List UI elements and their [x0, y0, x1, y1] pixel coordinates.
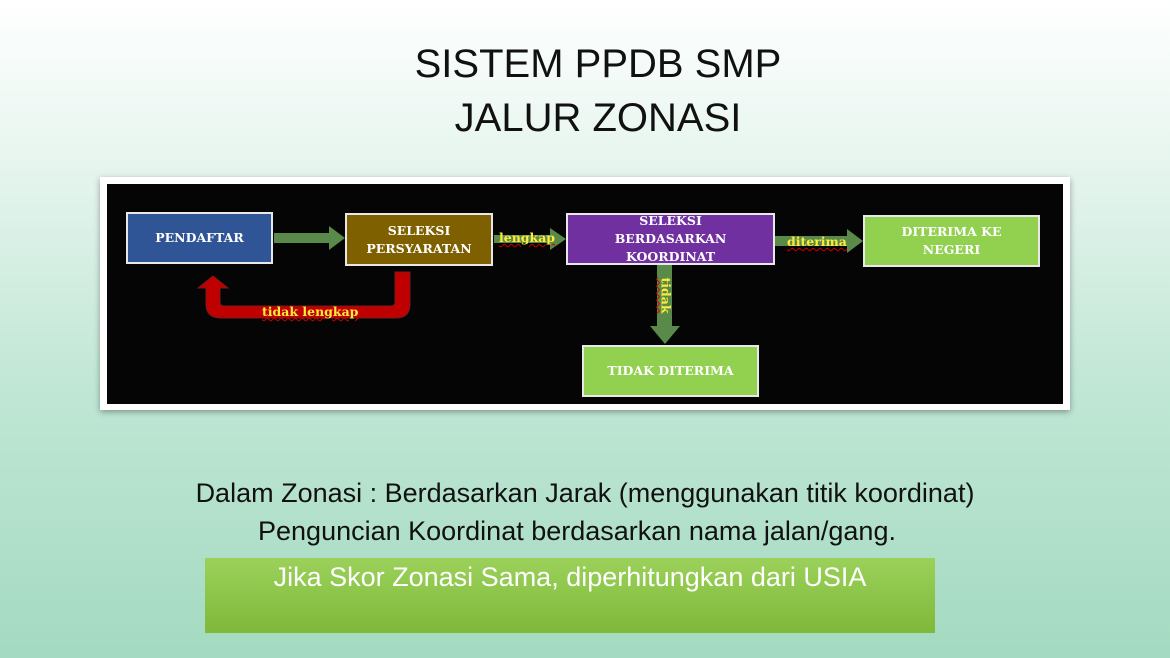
- title-line-1: SISTEM PPDB SMP: [414, 42, 782, 86]
- arrow-lengkap: [494, 228, 566, 250]
- arrow-diterima: [774, 229, 863, 253]
- node-seleksi-persyaratan: SELEKSI PERSYARATAN: [345, 213, 493, 266]
- diagram-arrows: [196, 226, 863, 344]
- arrow-tidak-lengkap: [196, 271, 411, 319]
- note-banner: Jika Skor Zonasi Sama, diperhitungkan da…: [205, 558, 935, 633]
- arrow-pendaftar-to-seleksi: [274, 226, 345, 250]
- flow-diagram: PENDAFTAR SELEKSI PERSYARATAN SELEKSI BE…: [100, 177, 1070, 410]
- node-diterima: DITERIMA KE NEGERI: [863, 215, 1040, 267]
- body-line-1: Dalam Zonasi : Berdasarkan Jarak (menggu…: [195, 478, 975, 508]
- node-seleksi-koordinat: SELEKSI BERDASARKAN KOORDINAT: [566, 213, 775, 265]
- diagram-canvas: PENDAFTAR SELEKSI PERSYARATAN SELEKSI BE…: [107, 184, 1063, 404]
- edge-label-lengkap: lengkap: [499, 230, 556, 245]
- title-line-2: JALUR ZONASI: [454, 96, 742, 140]
- edge-label-tidak: tidak: [658, 277, 674, 314]
- node-pendaftar: PENDAFTAR: [126, 212, 273, 264]
- edge-label-diterima: diterima: [787, 234, 847, 249]
- edge-label-tidak-lengkap: tidak lengkap: [262, 304, 359, 319]
- node-tidak-diterima: TIDAK DITERIMA: [582, 345, 759, 397]
- body-line-2: Penguncian Koordinat berdasarkan nama ja…: [258, 516, 896, 546]
- arrow-tidak: [650, 265, 680, 344]
